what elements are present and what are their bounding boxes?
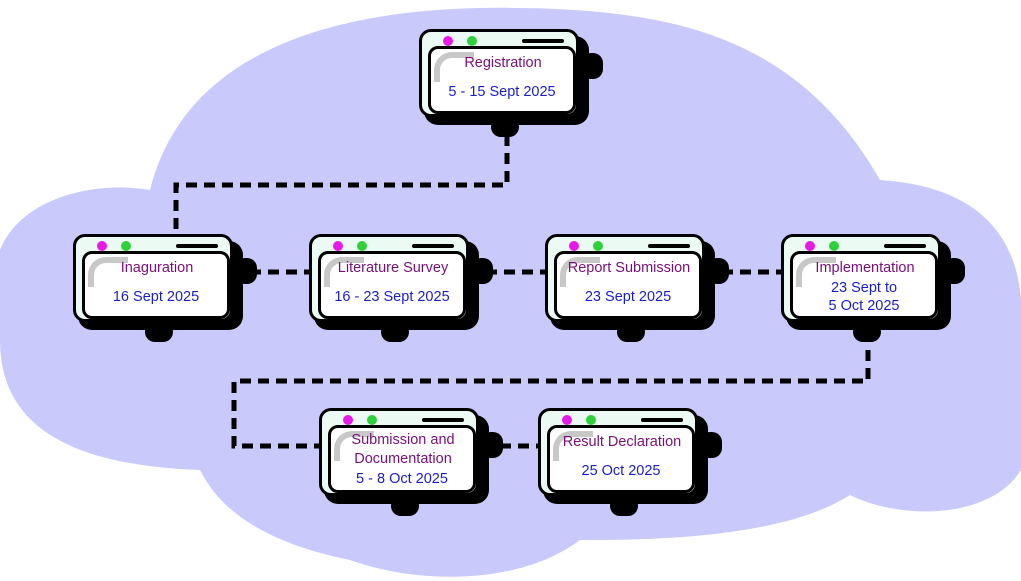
node-title: Result Declaration — [562, 434, 682, 450]
pink-dot-icon — [443, 36, 453, 46]
node-screen: Registration 5 - 15 Sept 2025 — [428, 46, 576, 114]
pink-dot-icon — [805, 241, 815, 251]
status-bar-icon — [412, 244, 454, 248]
node-screen: Inaguration 16 Sept 2025 — [82, 251, 230, 319]
screen-glare-icon — [324, 257, 364, 287]
node-date-line-1: 23 Sept to — [830, 280, 898, 296]
node-date: 5 - 15 Sept 2025 — [448, 84, 556, 100]
node-report-submission: Report Submission 23 Sept 2025 — [545, 234, 729, 342]
green-dot-icon — [357, 241, 367, 251]
node-date-line-2: 5 Oct 2025 — [828, 298, 900, 314]
node-date: 25 Oct 2025 — [581, 463, 661, 479]
node-date: 16 Sept 2025 — [112, 289, 200, 305]
green-dot-icon — [593, 241, 603, 251]
cloud-shape — [0, 7, 1021, 577]
node-implementation: Implementation 23 Sept to 5 Oct 2025 — [781, 234, 965, 342]
node-screen: Submission and Documentation 5 - 8 Oct 2… — [328, 425, 476, 493]
node-inaguration: Inaguration 16 Sept 2025 — [73, 234, 257, 342]
green-dot-icon — [829, 241, 839, 251]
status-bar-icon — [648, 244, 690, 248]
node-submission-documentation: Submission and Documentation 5 - 8 Oct 2… — [319, 408, 503, 516]
status-bar-icon — [641, 418, 683, 422]
node-date: 16 - 23 Sept 2025 — [334, 289, 450, 305]
green-dot-icon — [367, 415, 377, 425]
pink-dot-icon — [97, 241, 107, 251]
node-screen: Literature Survey 16 - 23 Sept 2025 — [318, 251, 466, 319]
connector-implementation-submission — [231, 350, 871, 449]
pink-dot-icon — [343, 415, 353, 425]
pink-dot-icon — [333, 241, 343, 251]
screen-glare-icon — [334, 431, 374, 461]
status-bar-icon — [884, 244, 926, 248]
node-literature-survey: Literature Survey 16 - 23 Sept 2025 — [309, 234, 493, 342]
node-title: Implementation — [815, 260, 915, 276]
status-bar-icon — [422, 418, 464, 422]
green-dot-icon — [586, 415, 596, 425]
status-bar-icon — [522, 39, 564, 43]
node-title: Inaguration — [120, 260, 194, 276]
green-dot-icon — [467, 36, 477, 46]
node-registration: Registration 5 - 15 Sept 2025 — [419, 29, 603, 137]
node-screen: Report Submission 23 Sept 2025 — [554, 251, 702, 319]
node-result-declaration: Result Declaration 25 Oct 2025 — [538, 408, 722, 516]
pink-dot-icon — [562, 415, 572, 425]
node-title: Registration — [464, 55, 542, 71]
screen-glare-icon — [553, 431, 593, 461]
node-date: 5 - 8 Oct 2025 — [356, 471, 448, 487]
node-title-line-2: Documentation — [354, 451, 452, 467]
green-dot-icon — [121, 241, 131, 251]
screen-glare-icon — [560, 257, 600, 287]
screen-glare-icon — [796, 257, 836, 287]
connector-registration-inaguration — [173, 135, 510, 236]
node-date: 23 Sept 2025 — [584, 289, 672, 305]
connector-lines — [173, 135, 871, 449]
screen-glare-icon — [88, 257, 128, 287]
node-title: Report Submission — [567, 260, 691, 276]
node-screen: Implementation 23 Sept to 5 Oct 2025 — [790, 251, 938, 319]
pink-dot-icon — [569, 241, 579, 251]
screen-glare-icon — [434, 52, 474, 82]
node-title-line-1: Submission and — [351, 432, 455, 448]
node-title: Literature Survey — [337, 260, 449, 276]
status-bar-icon — [176, 244, 218, 248]
node-screen: Result Declaration 25 Oct 2025 — [547, 425, 695, 493]
